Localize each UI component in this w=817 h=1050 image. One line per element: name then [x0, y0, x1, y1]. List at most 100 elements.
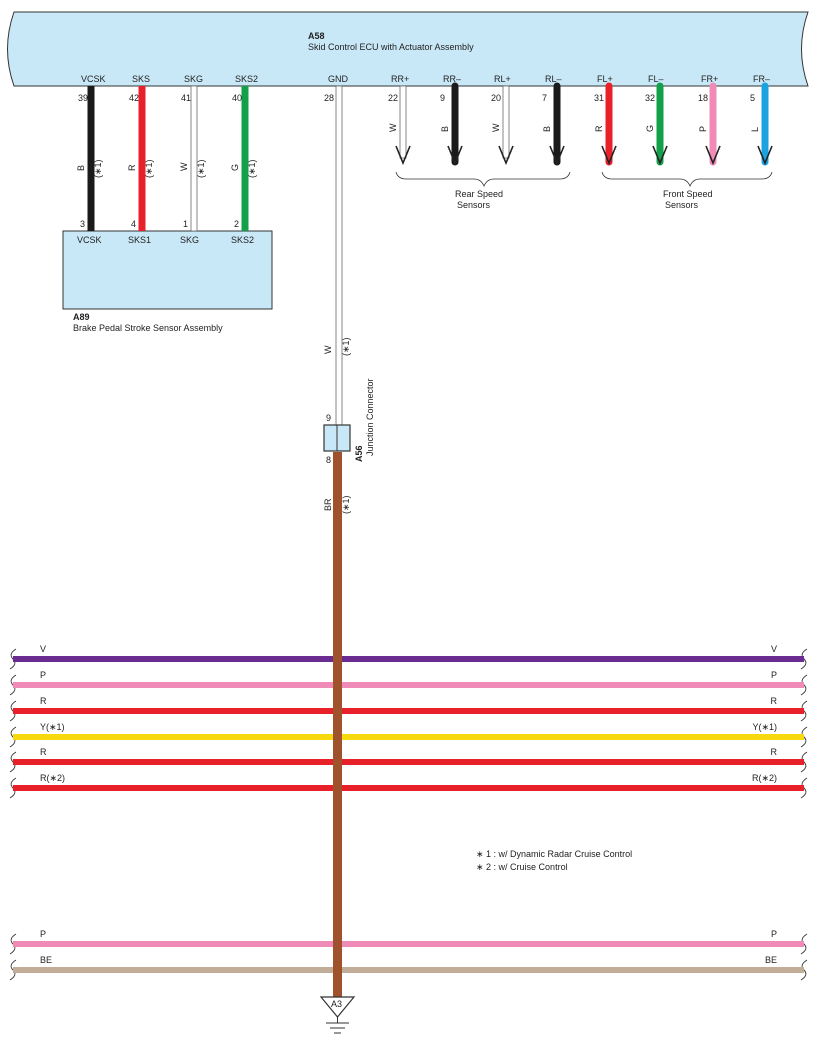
wire-color-code: R — [127, 164, 137, 171]
gnd-wire-upper — [335, 85, 343, 427]
wire-color-code: R — [594, 125, 604, 132]
speed-pin-label: FL+ — [597, 74, 613, 84]
wire-body — [502, 85, 510, 159]
wire-note: (∗1) — [247, 159, 257, 178]
ecu-pin-label: SKG — [184, 74, 203, 84]
sensor-code: A89 — [73, 312, 90, 322]
bus-line[interactable]: Y(∗1)Y(∗1) — [9, 722, 808, 748]
bus-label-right: R — [771, 747, 778, 757]
front-sensors-label-2: Sensors — [665, 200, 699, 210]
ecu-pin-number: 42 — [129, 93, 139, 103]
wire-color-code: W — [491, 123, 501, 132]
wire-color-code: B — [440, 126, 450, 132]
speed-pin-number: 20 — [491, 93, 501, 103]
speed-pin-label: RR+ — [391, 74, 409, 84]
sensor-pin-number: 4 — [131, 219, 136, 229]
rear-sensors-label-2: Sensors — [457, 200, 491, 210]
speed-pin-number: 22 — [388, 93, 398, 103]
footnote-2: ∗ 2 : w/ Cruise Control — [476, 862, 568, 872]
bus-label-left: Y(∗1) — [40, 722, 65, 732]
speed-wire-rl-plus[interactable]: RL+20W — [491, 74, 514, 166]
speed-pin-label: RR– — [443, 74, 461, 84]
speed-pin-label: FR+ — [701, 74, 718, 84]
sensor-wires: VCSK39B(∗1)3VCSKSKS42R(∗1)4SKS1SKG41W(∗1… — [76, 74, 258, 245]
ground-triangle — [319, 996, 356, 1018]
ground-symbol[interactable]: A3 — [319, 996, 356, 1034]
speed-pin-number: 7 — [542, 93, 547, 103]
bus-label-left: R(∗2) — [40, 773, 65, 783]
ecu-pin-label: SKS — [132, 74, 150, 84]
sensor-pin-label: SKG — [180, 235, 199, 245]
gnd-upper-note: (∗1) — [341, 337, 351, 356]
wire-arrow — [601, 145, 617, 166]
speed-pin-number: 31 — [594, 93, 604, 103]
wire-arrow — [705, 145, 721, 166]
junction-name: Junction Connector — [365, 378, 375, 456]
gnd-label: GND — [328, 74, 349, 84]
ecu-pin-number: 39 — [78, 93, 88, 103]
wire-note: (∗1) — [196, 159, 206, 178]
bus-label-right: R — [771, 696, 778, 706]
speed-pin-number: 9 — [440, 93, 445, 103]
wire-body — [190, 85, 198, 232]
junction-code: A56 — [354, 445, 364, 462]
speed-wire-fr-minus[interactable]: FR–5L — [750, 74, 773, 166]
wire-note: (∗1) — [93, 159, 103, 178]
front-sensors-label-1: Front Speed — [663, 189, 713, 199]
ecu-code: A58 — [308, 31, 325, 41]
speed-wire-rr-minus[interactable]: RR– 9B — [440, 74, 463, 166]
wire-color-code: W — [179, 162, 189, 171]
wire-body — [87, 86, 95, 231]
bus-label-right: P — [771, 670, 777, 680]
ecu-block[interactable] — [7, 11, 809, 87]
front-sensors-brace — [601, 171, 773, 188]
ecu-pin-number: 40 — [232, 93, 242, 103]
speed-wire-fl-minus[interactable]: FL–32G — [645, 74, 668, 166]
bus-label-left: V — [40, 644, 46, 654]
wire-color-code: B — [76, 165, 86, 171]
gnd-wire[interactable]: GND 28 W (∗1) 9 A56 Junction Connector 8… — [323, 74, 375, 998]
speed-pin-label: RL– — [545, 74, 562, 84]
speed-wire-rl-minus[interactable]: RL–7B — [542, 74, 565, 166]
bus-label-left: P — [40, 670, 46, 680]
ecu-pin-label: VCSK — [81, 74, 106, 84]
sensor-pin-number: 3 — [80, 219, 85, 229]
speed-pin-number: 18 — [698, 93, 708, 103]
gnd-upper-code: W — [323, 345, 333, 354]
wire-arrow — [447, 145, 463, 166]
bus-label-right: R(∗2) — [752, 773, 777, 783]
wire-color-code: G — [645, 125, 655, 132]
speed-wire-fl-plus[interactable]: FL+ 31R — [594, 74, 617, 166]
sensor-pin-label: VCSK — [77, 235, 102, 245]
sensor-pin-label: SKS2 — [231, 235, 254, 245]
wire-color-code: L — [750, 127, 760, 132]
speed-wire-rr-plus[interactable]: RR+22W — [388, 74, 411, 166]
bus-label-right: P — [771, 929, 777, 939]
speed-pin-number: 5 — [750, 93, 755, 103]
speed-pin-label: FL– — [648, 74, 664, 84]
junction-pin-top: 9 — [326, 413, 331, 423]
footnote-1: ∗ 1 : w/ Dynamic Radar Cruise Control — [476, 849, 632, 859]
sensor-block[interactable] — [62, 230, 273, 310]
speed-wire-fr-plus[interactable]: FR+18P — [698, 74, 721, 166]
ecu-pin-number: 41 — [181, 93, 191, 103]
wire-arrow — [652, 145, 668, 166]
bus-label-right: V — [771, 644, 777, 654]
sensor-pin-label: SKS1 — [128, 235, 151, 245]
bus-line[interactable]: R(∗2) R(∗2) — [9, 773, 808, 799]
gnd-pin: 28 — [324, 93, 334, 103]
wire-arrow — [395, 145, 411, 166]
wire-body — [138, 86, 146, 231]
bus-label-left: R — [40, 696, 47, 706]
